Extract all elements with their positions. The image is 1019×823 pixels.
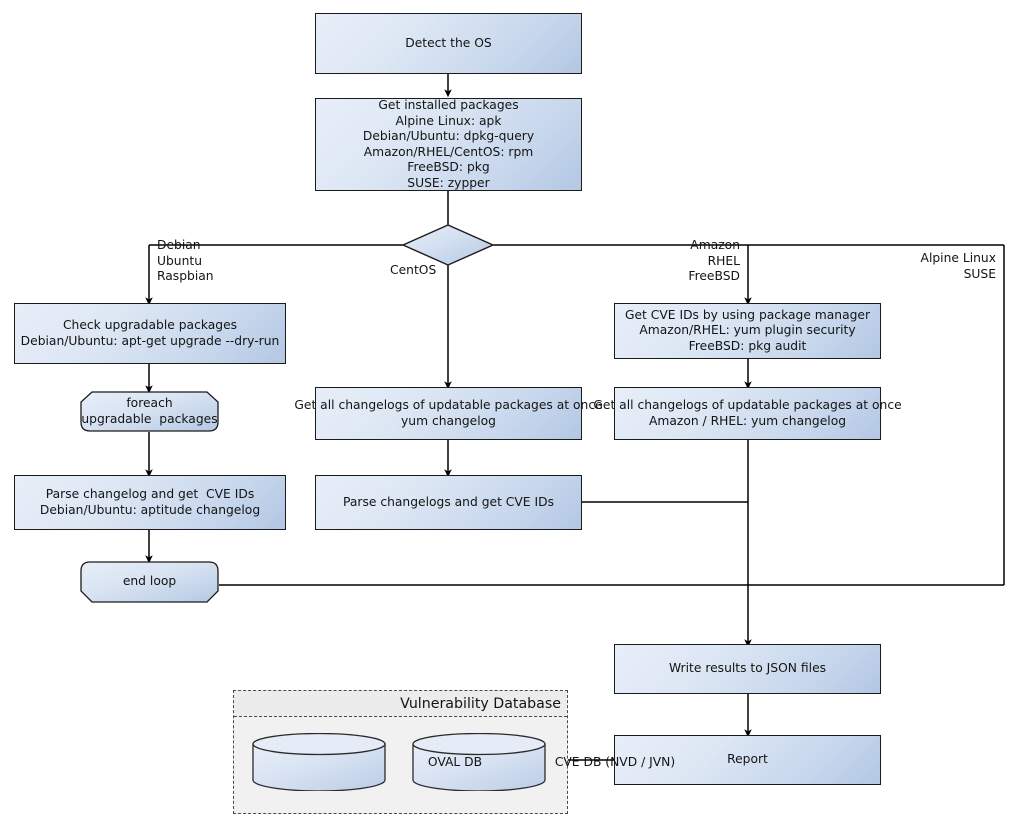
database-oval-db-label: OVAL DB [427, 755, 483, 769]
node-write-results[interactable]: Write results to JSON files [614, 644, 881, 694]
node-check-upgradable-packages-label: Check upgradable packages Debian/Ubuntu:… [20, 318, 280, 348]
node-write-results-label: Write results to JSON files [668, 661, 827, 676]
node-parse-changelogs-centos[interactable]: Parse changelogs and get CVE IDs [315, 475, 582, 530]
branch-label-amazon: Amazon RHEL FreeBSD [688, 238, 740, 283]
node-check-upgradable-packages[interactable]: Check upgradable packages Debian/Ubuntu:… [14, 303, 286, 364]
node-os-decision[interactable] [400, 222, 496, 268]
node-report[interactable]: Report [614, 735, 881, 785]
node-get-changelogs-amazon-label: Get all changelogs of updatable packages… [593, 398, 902, 428]
node-get-cve-package-manager[interactable]: Get CVE IDs by using package manager Ama… [614, 303, 881, 359]
vulnerability-database-container: Vulnerability Database OVAL DB [233, 690, 675, 814]
node-detect-os[interactable]: Detect the OS [315, 13, 582, 74]
branch-label-centos: CentOS [390, 263, 437, 277]
database-oval-db[interactable]: OVAL DB [251, 732, 482, 792]
node-get-changelogs-amazon[interactable]: Get all changelogs of updatable packages… [593, 387, 902, 440]
node-get-installed-packages-label: Get installed packages Alpine Linux: apk… [362, 98, 535, 190]
loop-end-shape [80, 561, 219, 603]
branch-label-debian: Debian Ubuntu Raspbian [157, 238, 214, 283]
node-parse-changelogs-centos-label: Parse changelogs and get CVE IDs [343, 494, 554, 509]
node-report-label: Report [727, 752, 768, 767]
loop-start-shape [80, 391, 219, 432]
node-end-loop-label: end loop [122, 574, 177, 589]
node-parse-changelog-debian-label: Parse changelog and get CVE IDs Debian/U… [39, 487, 261, 517]
vulnerability-database-title: Vulnerability Database [234, 691, 567, 717]
node-get-installed-packages[interactable]: Get installed packages Alpine Linux: apk… [315, 98, 582, 191]
database-cve-db-label: CVE DB (NVD / JVN) [554, 755, 676, 769]
node-get-cve-package-manager-label: Get CVE IDs by using package manager Ama… [624, 307, 871, 353]
branch-label-alpine: Alpine Linux SUSE [920, 251, 996, 281]
node-detect-os-label: Detect the OS [405, 35, 492, 50]
database-cve-db[interactable]: CVE DB (NVD / JVN) [411, 732, 675, 792]
node-foreach-loop[interactable]: foreach upgradable packages [80, 391, 219, 432]
node-parse-changelog-debian[interactable]: Parse changelog and get CVE IDs Debian/U… [14, 475, 286, 530]
node-get-changelogs-centos-label: Get all changelogs of updatable packages… [294, 398, 603, 428]
node-get-changelogs-centos[interactable]: Get all changelogs of updatable packages… [294, 387, 603, 440]
node-end-loop[interactable]: end loop [80, 561, 219, 603]
node-foreach-loop-label: foreach upgradable packages [81, 396, 218, 426]
